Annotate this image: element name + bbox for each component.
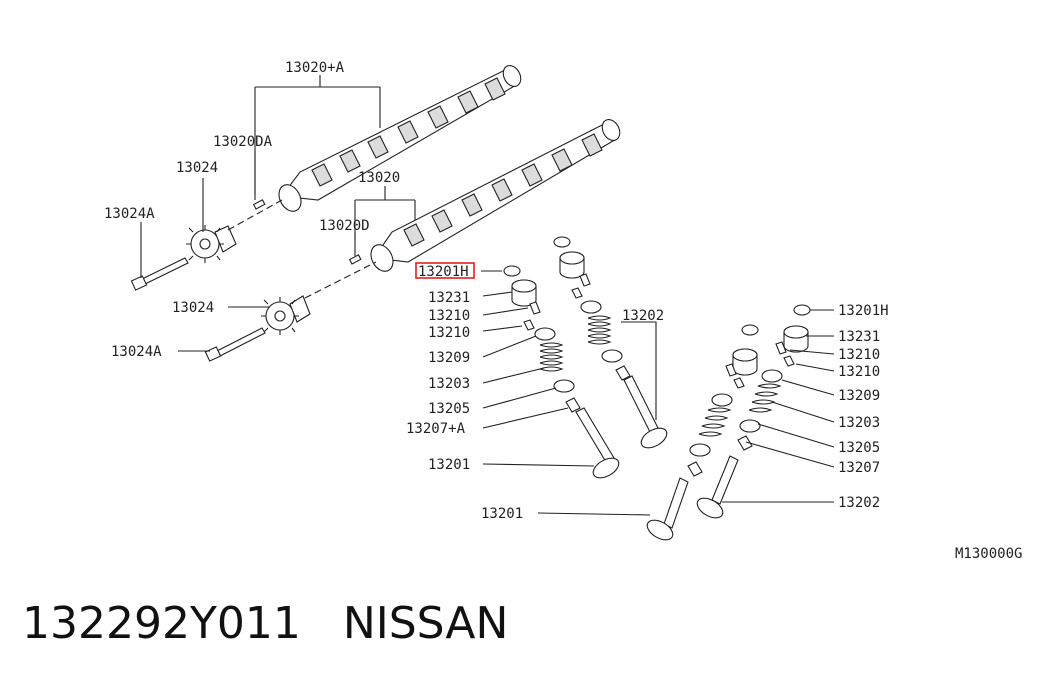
highlight-13201H xyxy=(415,262,475,279)
part-number: 132292Y011 xyxy=(22,598,301,649)
label-13020A[interactable]: 13020+A xyxy=(285,60,345,76)
valve-stack-right-inner xyxy=(646,324,759,541)
valve-stack-middle xyxy=(553,236,668,449)
label-13231-left[interactable]: 13231 xyxy=(428,290,470,306)
label-13209-left[interactable]: 13209 xyxy=(428,350,470,366)
label-13020D[interactable]: 13020D xyxy=(319,218,370,234)
leader-lines xyxy=(140,75,835,516)
label-13210-right-b[interactable]: 13210 xyxy=(838,364,880,380)
label-13207A-left[interactable]: 13207+A xyxy=(406,421,466,437)
label-13201H-left[interactable]: 13201H xyxy=(418,264,469,280)
dowel-lower xyxy=(348,254,362,265)
label-13210-left-a[interactable]: 13210 xyxy=(428,308,470,324)
label-13201-left[interactable]: 13201 xyxy=(428,457,470,473)
dowel-upper xyxy=(252,199,266,210)
label-13202-top[interactable]: 13202 xyxy=(622,308,664,324)
label-13205-left[interactable]: 13205 xyxy=(428,401,470,417)
valve-stack-left xyxy=(503,265,620,479)
sprocket-upper xyxy=(186,225,237,263)
label-13024-mid[interactable]: 13024 xyxy=(172,300,214,316)
bolt-upper xyxy=(130,257,189,291)
label-13202-right[interactable]: 13202 xyxy=(838,495,880,511)
label-13231-right[interactable]: 13231 xyxy=(838,329,880,345)
diagram-code: M130000G xyxy=(955,546,1022,562)
label-13024A-mid[interactable]: 13024A xyxy=(111,344,162,360)
part-labels: 13020+A 13020DA 13024 13024A 13020 13020… xyxy=(104,60,1022,562)
camshaft-upper xyxy=(278,65,522,212)
sprocket-lower xyxy=(261,295,311,335)
label-13207-right[interactable]: 13207 xyxy=(838,460,880,476)
brand-name: NISSAN xyxy=(342,598,509,649)
label-13201H-right[interactable]: 13201H xyxy=(838,303,889,319)
part-number-footer: 132292Y011 NISSAN xyxy=(22,598,550,649)
label-13020[interactable]: 13020 xyxy=(358,170,400,186)
label-13024A-upper[interactable]: 13024A xyxy=(104,206,155,222)
label-13201-bottom[interactable]: 13201 xyxy=(481,506,523,522)
label-13024-upper[interactable]: 13024 xyxy=(176,160,218,176)
label-13203-right[interactable]: 13203 xyxy=(838,415,880,431)
label-13203-left[interactable]: 13203 xyxy=(428,376,470,392)
label-13209-right[interactable]: 13209 xyxy=(838,388,880,404)
camshaft-lower xyxy=(370,119,621,272)
label-13210-right-a[interactable]: 13210 xyxy=(838,347,880,363)
label-13210-left-b[interactable]: 13210 xyxy=(428,325,470,341)
label-13020DA[interactable]: 13020DA xyxy=(213,134,273,150)
valve-stack-right-outer xyxy=(696,304,811,519)
label-13205-right[interactable]: 13205 xyxy=(838,440,880,456)
bolt-lower xyxy=(204,327,266,362)
